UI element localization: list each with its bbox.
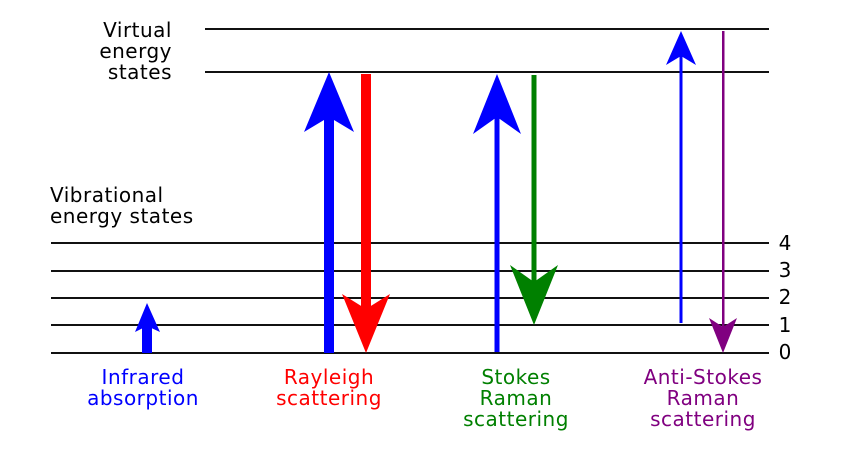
level-number-4: 4 — [779, 231, 792, 255]
level-number-2: 2 — [779, 285, 792, 309]
stokes-excitation-arrow — [473, 74, 521, 352]
virtual-label-line3: states — [108, 60, 172, 84]
stokes-emission-arrow — [510, 75, 558, 325]
stokes-label-line1: Stokes — [481, 365, 550, 389]
anti-stokes-excitation-arrow — [666, 31, 696, 323]
rayleigh-scattering-label: Rayleigh scattering — [276, 365, 382, 410]
anti-stokes-label-line1: Anti-Stokes — [644, 365, 763, 389]
anti-stokes-label-line2: Raman — [667, 386, 740, 410]
stokes-raman-label: Stokes Raman scattering — [463, 365, 569, 431]
anti-stokes-label-line3: scattering — [650, 407, 756, 431]
level-number-0: 0 — [779, 340, 792, 364]
stokes-label-line3: scattering — [463, 407, 569, 431]
rayleigh-excitation-arrow — [304, 72, 354, 353]
level-number-3: 3 — [779, 258, 792, 282]
infrared-label-line1: Infrared — [102, 365, 185, 389]
vibrational-label-line1: Vibrational — [50, 183, 164, 207]
rayleigh-label-line1: Rayleigh — [284, 365, 374, 389]
infrared-absorption-label: Infrared absorption — [87, 365, 199, 410]
vibrational-label-line2: energy states — [50, 204, 194, 228]
anti-stokes-emission-arrow — [709, 31, 737, 353]
level-number-1: 1 — [779, 313, 792, 337]
virtual-label-line1: Virtual — [103, 18, 172, 42]
stokes-label-line2: Raman — [480, 386, 553, 410]
anti-stokes-raman-label: Anti-Stokes Raman scattering — [644, 365, 763, 431]
rayleigh-label-line2: scattering — [276, 386, 382, 410]
infrared-label-line2: absorption — [87, 386, 199, 410]
vibrational-levels — [51, 242, 769, 354]
virtual-label-line2: energy — [99, 39, 172, 63]
rayleigh-emission-arrow — [342, 74, 390, 353]
infrared-absorption-arrow — [135, 303, 160, 353]
virtual-levels — [205, 28, 769, 73]
